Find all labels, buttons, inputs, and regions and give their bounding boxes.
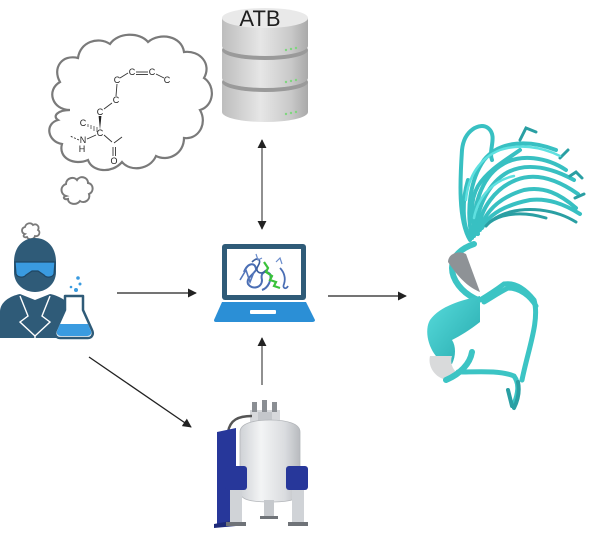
nmr-spectrometer-icon — [214, 400, 308, 528]
arrow-scientist-to-nmr — [88, 356, 192, 428]
thought-puff-small — [21, 222, 41, 241]
database-icon: ATB — [222, 6, 308, 122]
protein-ensemble-icon — [427, 124, 586, 410]
arrows — [88, 139, 407, 428]
atom-n: N — [80, 135, 87, 145]
atom-c: C — [114, 75, 121, 85]
atom-h: H — [79, 144, 86, 154]
atom-c-alpha: C — [97, 128, 104, 138]
laptop-icon — [214, 244, 315, 322]
screen-protein-structure — [239, 253, 289, 291]
thought-cloud — [48, 33, 213, 172]
atom-c: C — [80, 118, 87, 128]
molecule-structure — [69, 71, 165, 156]
atom-o: O — [110, 156, 117, 166]
database-label: ATB — [239, 6, 280, 31]
atom-c: C — [97, 107, 104, 117]
scientist-icon — [0, 238, 95, 340]
flask-icon — [53, 276, 95, 340]
thought-bubble-icon: C C C C C C C C N H O — [21, 33, 213, 241]
atom-c: C — [113, 95, 120, 105]
thought-puff-medium — [60, 176, 94, 205]
atom-c: C — [149, 67, 156, 77]
atom-c: C — [129, 67, 136, 77]
atom-c: C — [164, 75, 171, 85]
goggles — [14, 261, 56, 278]
